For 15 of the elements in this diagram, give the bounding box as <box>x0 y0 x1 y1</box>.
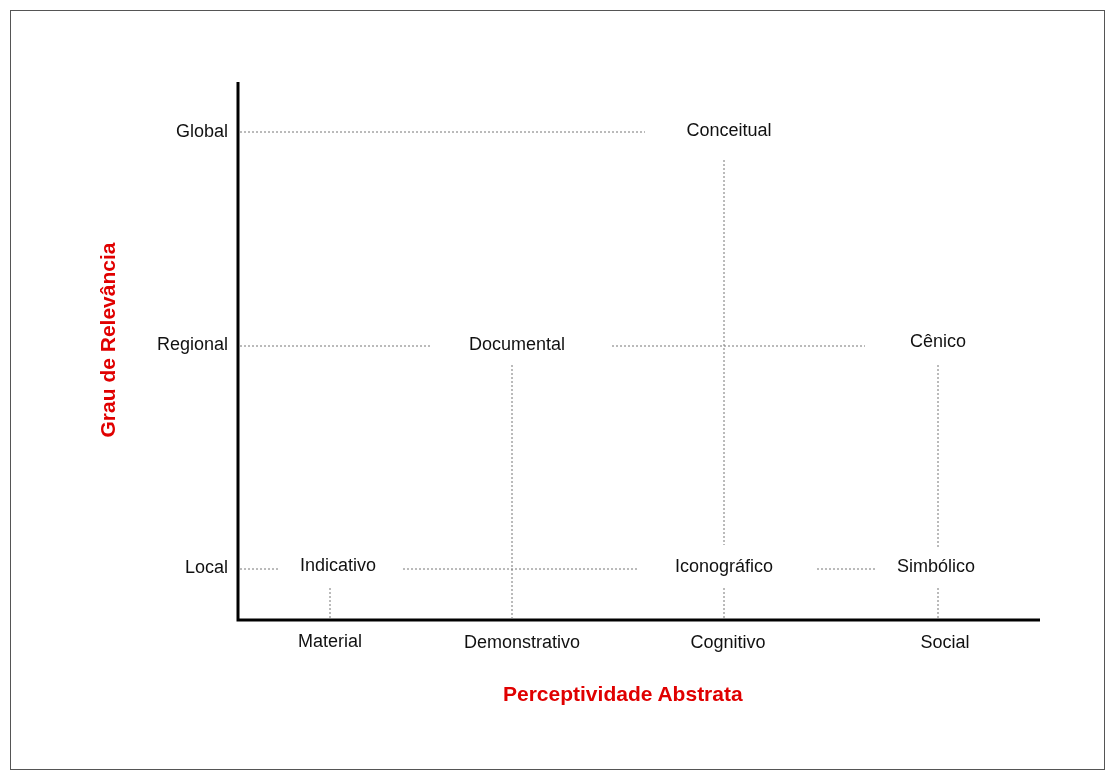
category-label: Iconográfico <box>675 555 774 577</box>
axis-tick-label: Demonstrativo <box>464 631 581 653</box>
axis-title: Perceptividade Abstrata <box>503 683 743 705</box>
category-label: Cênico <box>910 330 967 352</box>
axis-tick-label: Social <box>920 631 970 653</box>
category-label: Simbólico <box>897 555 976 577</box>
category-label: Documental <box>469 333 566 355</box>
category-label: Conceitual <box>686 119 772 141</box>
axis-tick-label: Material <box>298 630 363 652</box>
axis-tick-label: Regional <box>157 333 229 355</box>
axis-title: Grau de Relevância <box>96 242 119 438</box>
axis-tick-label: Global <box>176 120 229 142</box>
category-label: Indicativo <box>300 554 377 576</box>
axis-tick-label: Cognitivo <box>690 631 766 653</box>
axis-tick-label: Local <box>185 556 229 578</box>
